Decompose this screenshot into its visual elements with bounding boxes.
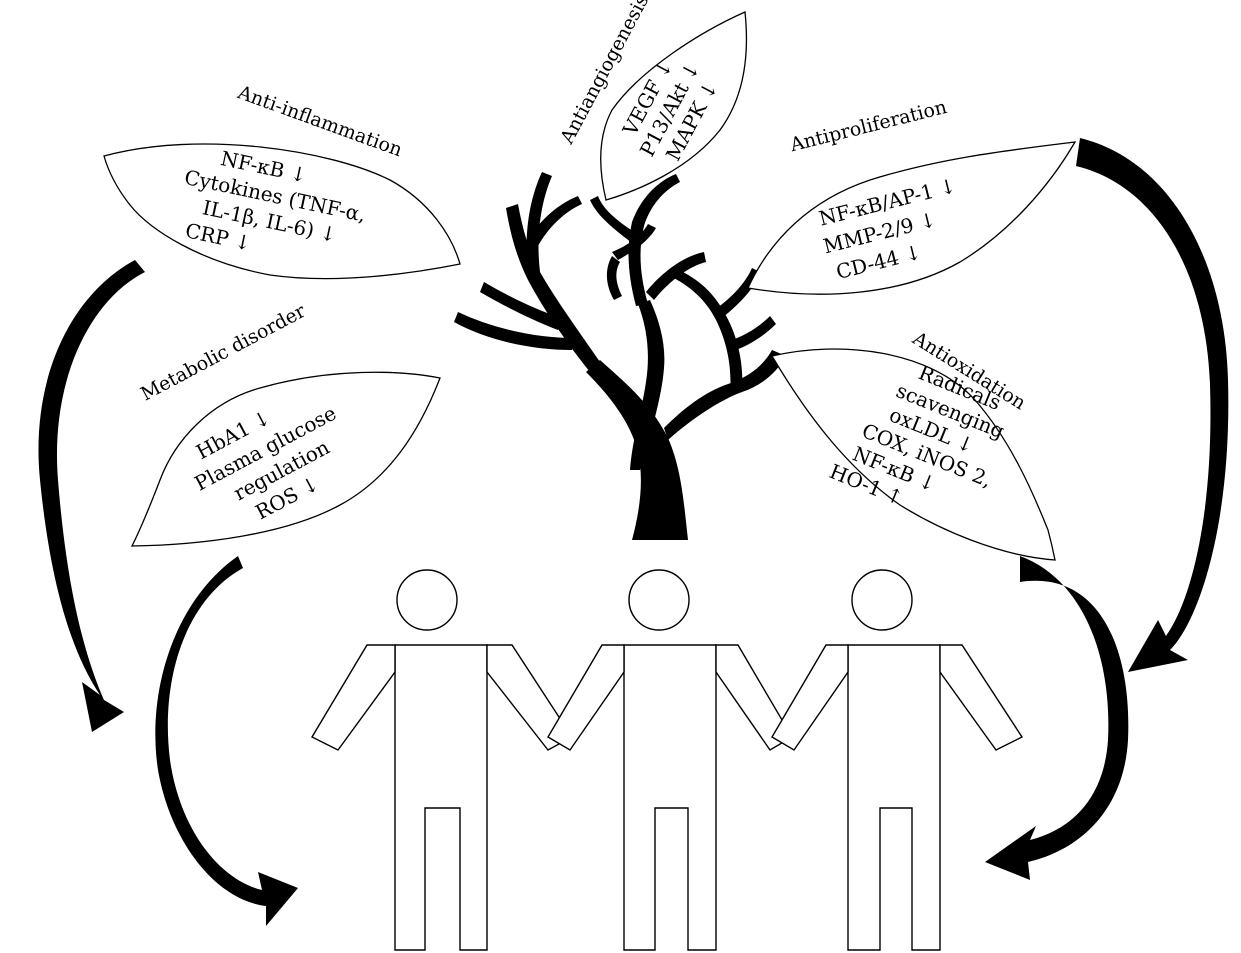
leaf-outline — [770, 348, 1056, 561]
leaf-antiangiogenesis: Antiangiogenesis VEGF ↓ P13/Akt ↓ MAPK ↓ — [556, 0, 748, 201]
curved-arrow-icon — [1076, 138, 1229, 672]
leaf-metabolic-disorder: Metabolic disorder HbA1 ↓ Plasma glucose… — [130, 300, 441, 547]
leaf-outline — [600, 11, 748, 201]
leaf-outline — [130, 371, 441, 547]
curved-arrow-icon — [155, 556, 298, 926]
curved-arrow-icon — [38, 260, 145, 732]
leaf-outline — [747, 141, 1077, 295]
leaf-outline — [103, 143, 461, 280]
curved-arrow-icon — [985, 556, 1129, 880]
tree-icon — [454, 172, 786, 540]
leaf-anti-inflammation: Anti-inflammation NF-κB ↓ Cytokines (TNF… — [103, 81, 461, 280]
person-icon — [547, 569, 793, 951]
leaf-antiproliferation: Antiproliferation NF-κB/AP-1 ↓ MMP-2/9 ↓… — [747, 96, 1077, 295]
person-icon — [311, 569, 574, 951]
leaf-title: Antiproliferation — [787, 96, 949, 156]
leaf-antioxidation: Antioxidation Radicals scavenging oxLDL … — [770, 327, 1056, 561]
person-icon — [771, 569, 1024, 951]
